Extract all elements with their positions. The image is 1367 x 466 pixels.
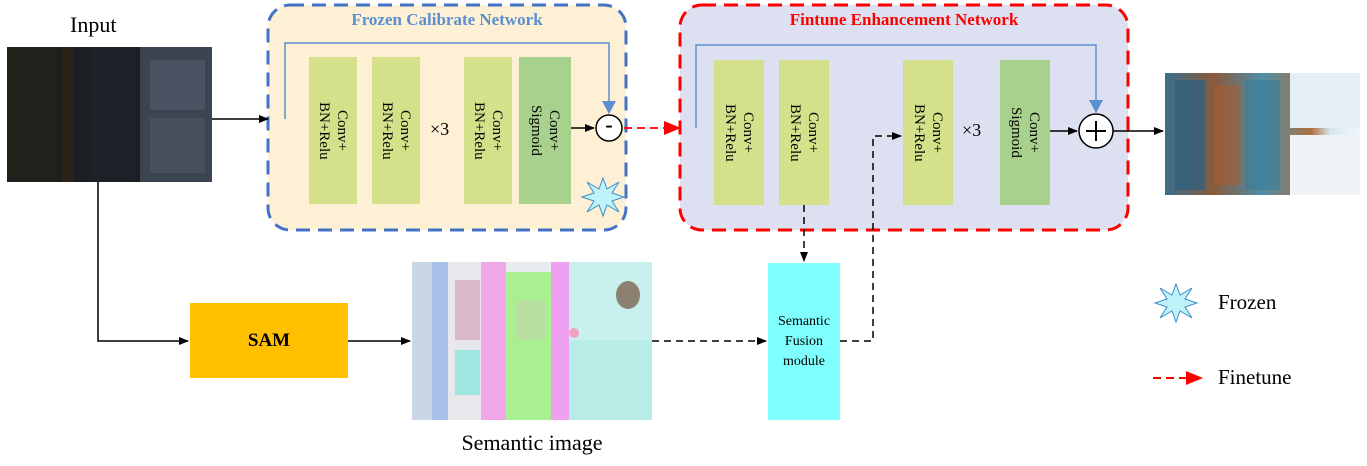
frozen-network-title: Frozen Calibrate Network <box>351 10 543 29</box>
frozen-block-1 <box>309 57 357 204</box>
finetune-block-3-label: Conv+ BN+Relu <box>911 103 945 162</box>
legend-star-icon <box>1153 282 1199 324</box>
sam-label: SAM <box>247 329 291 351</box>
finetune-block-1 <box>714 60 764 205</box>
finetune-block-2-label: Conv+ BN+Relu <box>787 103 821 162</box>
frozen-block-2 <box>372 57 420 204</box>
input-label: Input <box>70 12 117 37</box>
legend-finetune-label: Finetune <box>1218 365 1292 389</box>
frozen-star-icon <box>580 176 626 218</box>
frozen-block-4-label: Conv+ Sigmoid <box>528 105 562 156</box>
skip-frozen <box>284 42 616 119</box>
semantic-image-picture <box>412 262 652 420</box>
frozen-block-4 <box>519 57 571 204</box>
semantic-image-caption: Semantic image <box>461 430 603 455</box>
finetune-block-2 <box>779 60 829 205</box>
sam-box <box>190 303 348 378</box>
subtract-symbol: - <box>605 112 613 137</box>
frozen-block-3-label: Conv+ BN+Relu <box>471 101 505 160</box>
output-image <box>1165 73 1360 195</box>
skip-finetune <box>695 44 1103 128</box>
frozen-repeat-label: ×3 <box>430 119 450 139</box>
frozen-block-3 <box>464 57 512 204</box>
fusion-label: Semantic Fusion module <box>777 313 831 369</box>
finetune-repeat-label: ×3 <box>962 120 982 140</box>
input-image <box>7 47 212 182</box>
arrow-input-to-sam <box>97 182 189 345</box>
fusion-box <box>768 263 840 420</box>
finetune-block-1-label: Conv+ BN+Relu <box>722 103 756 162</box>
finetune-block-4-label: Conv+ Sigmoid <box>1008 107 1042 158</box>
legend-frozen-label: Frozen <box>1218 290 1277 314</box>
subtract-operator <box>595 114 623 142</box>
frozen-block-2-label: Conv+ BN+Relu <box>379 101 413 160</box>
frozen-block-1-label: Conv+ BN+Relu <box>316 101 350 160</box>
dashed-fusion-to-block <box>840 132 902 342</box>
finetune-block-4 <box>1000 60 1050 205</box>
finetune-block-3 <box>903 60 953 205</box>
finetune-network-title: Fintune Enhancement Network <box>789 10 1019 29</box>
